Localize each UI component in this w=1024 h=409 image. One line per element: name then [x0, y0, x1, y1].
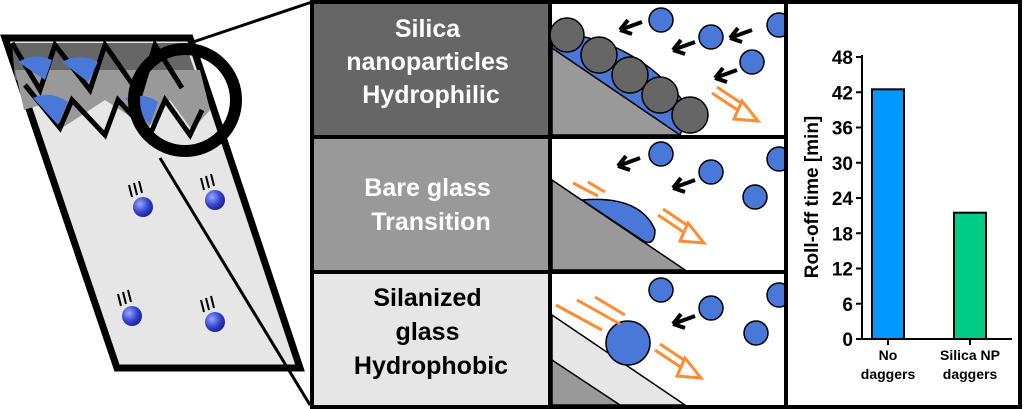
- label-line: nanoparticles: [346, 48, 509, 76]
- bar-0: [871, 88, 905, 340]
- magnify-circle: [128, 43, 242, 157]
- panel-silica: [548, 0, 792, 139]
- zoom-line: [192, 0, 313, 44]
- label-line: Transition: [371, 208, 490, 236]
- falling-droplets: [117, 173, 225, 332]
- mechanism-panels: [548, 0, 792, 409]
- bar-1: [953, 211, 987, 340]
- label-line: Hydrophobic: [354, 352, 508, 380]
- x-tick-label: daggers: [861, 366, 916, 382]
- y-tick-label: 48: [832, 48, 853, 69]
- zoom-line: [158, 157, 312, 406]
- y-tick-label: 30: [832, 154, 853, 175]
- panel-bare-glass: [548, 135, 792, 274]
- condition-labels: Silica nanoparticles Hydrophilic Bare gl…: [310, 0, 552, 409]
- y-tick-label: 6: [842, 295, 853, 316]
- label-line: glass: [396, 318, 460, 346]
- y-tick-label: 36: [832, 119, 853, 140]
- row-label-bg-silanized: [310, 270, 552, 409]
- panel-silanized: [548, 270, 792, 409]
- x-tick-label: No: [879, 347, 898, 363]
- label-line: Bare glass: [364, 174, 490, 202]
- row-label-silica: Silica nanoparticles Hydrophilic: [346, 15, 516, 109]
- y-axis-label: Roll-off time [min]: [802, 116, 823, 279]
- y-tick-label: 24: [832, 189, 854, 210]
- label-line: Hydrophilic: [362, 81, 500, 109]
- row-label-silanized: Silanized glass Hydrophobic: [354, 284, 508, 380]
- label-line: Silica: [395, 15, 461, 43]
- dagger-outline-bottom: [23, 83, 205, 140]
- y-tick-label: 18: [832, 224, 853, 245]
- water-drop: [33, 94, 68, 125]
- y-tick-label: 42: [832, 83, 853, 104]
- silica-nanoparticles: [549, 17, 709, 134]
- label-line: Silanized: [373, 284, 481, 312]
- x-tick-label: Silica NP: [940, 347, 1000, 363]
- row-label-bg-bare: [310, 135, 552, 274]
- row-label-bg-silica: [310, 0, 552, 139]
- y-tick-label: 12: [832, 260, 853, 281]
- row-label-bare: Bare glass Transition: [364, 174, 497, 236]
- water-drop: [18, 56, 52, 80]
- glass-slide-schematic: [0, 0, 313, 406]
- glass-slide: [0, 34, 305, 372]
- water-drop: [62, 57, 98, 82]
- y-tick-label: 0: [842, 330, 853, 351]
- x-tick-label: daggers: [943, 366, 998, 382]
